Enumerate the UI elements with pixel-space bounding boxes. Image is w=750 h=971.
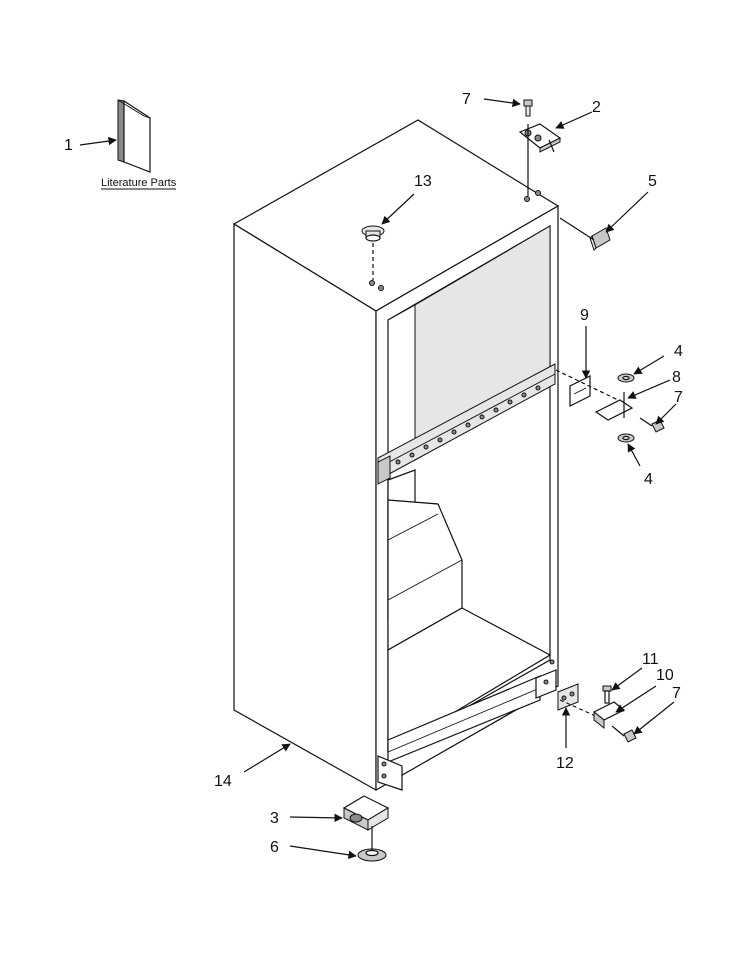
callout-12: 12 [556,755,574,772]
rear-roller [342,795,390,831]
callout-6: 6 [270,839,279,856]
bottom-hinge-bracket [557,683,579,711]
callout-11: 11 [642,651,659,668]
center-hinge-dash-line [555,369,619,401]
bottom-hinge-screw [611,725,637,743]
top-hinge-screw [523,99,533,117]
refrigerator-cabinet [232,119,560,792]
callout-13: 13 [414,173,432,190]
callout-10: 10 [656,667,674,684]
callout-4-top: 4 [674,343,683,360]
hinge-cover [589,227,611,251]
callout-7-bottom: 7 [672,685,681,702]
literature-parts-caption: Literature Parts [101,177,177,189]
callout-7-middle: 7 [674,389,683,406]
callout-3: 3 [270,810,279,827]
callout-8: 8 [672,369,681,386]
callout-5: 5 [648,173,657,190]
callout-2: 2 [592,99,601,116]
leveling-leg [357,826,387,862]
mullion-holes [395,385,541,465]
bottom-hinge-dash-line [559,699,601,719]
hinge-washer-bottom [617,433,635,443]
top-hinge [518,123,562,153]
center-hinge-bracket [569,375,591,407]
hinge-washer-top [617,373,635,383]
callout-4-bottom: 4 [644,471,653,488]
center-hinge [594,392,634,421]
callout-9: 9 [580,307,589,324]
literature-parts-booklet [117,99,151,173]
leader-lines [79,98,677,860]
bottom-hinge-pin [602,685,612,704]
hinge-cover-mount-line [559,217,595,241]
callout-14: 14 [214,773,232,790]
callout-7-top: 7 [462,91,471,108]
callout-1: 1 [64,137,73,154]
bottom-hinge [592,701,626,730]
plug-button [361,225,385,242]
